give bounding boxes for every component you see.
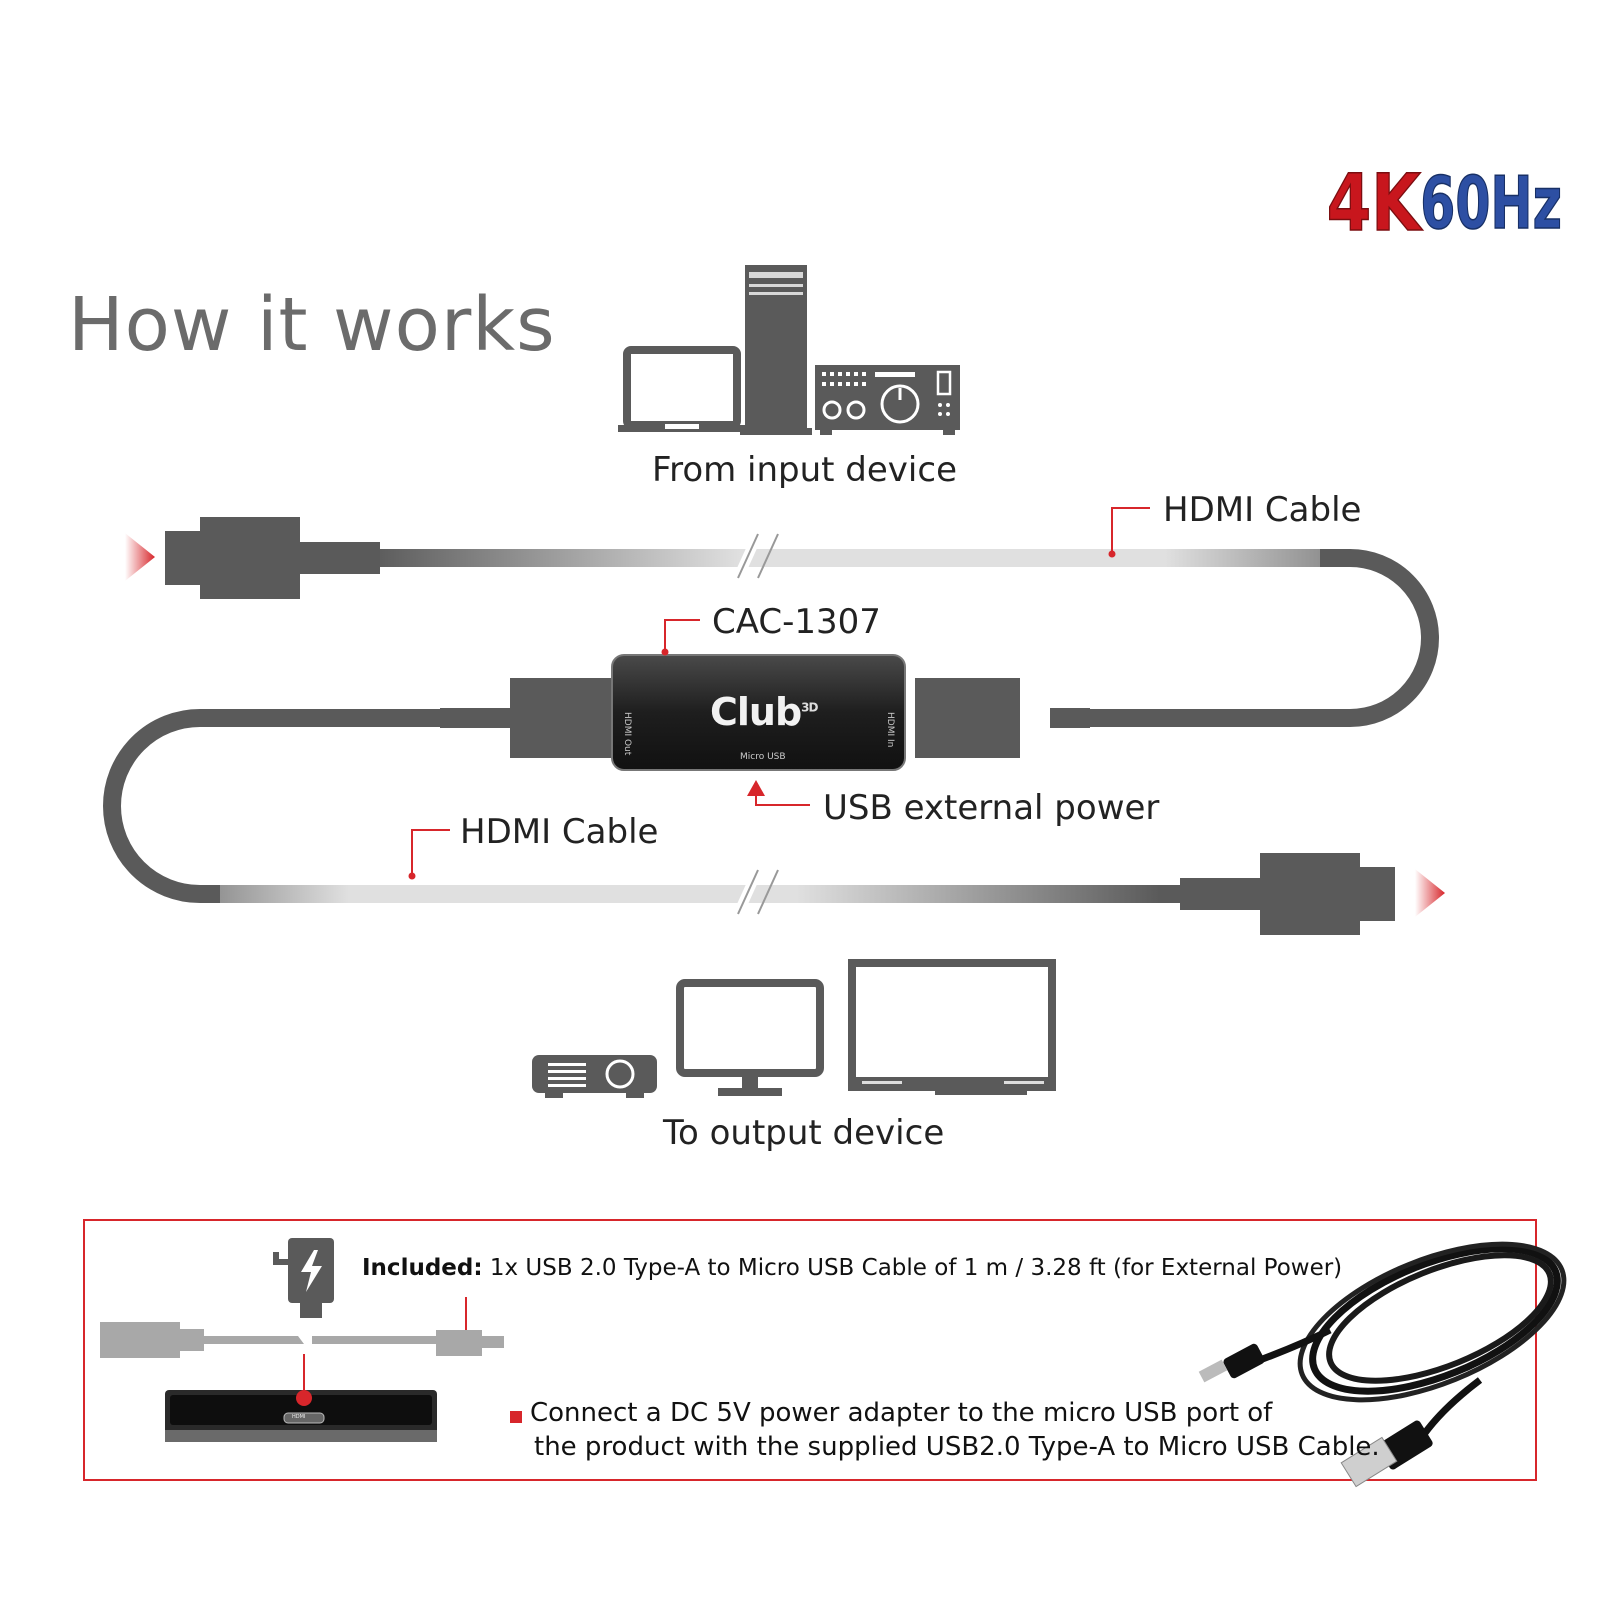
audio-receiver-icon <box>815 365 960 435</box>
page-title: How it works <box>68 282 556 368</box>
tv-icon <box>848 959 1056 1095</box>
hdmi-plug-output <box>1180 853 1395 935</box>
adapter-brand: Club <box>710 690 802 734</box>
hdmi-plug-adapter-left <box>510 678 615 758</box>
included-box-border <box>83 1219 1537 1481</box>
mini-adapter-port-label: HDMI <box>292 1414 306 1420</box>
signal-arrow-out <box>1415 869 1445 917</box>
output-device-label: To output device <box>663 1113 945 1153</box>
power-adapter-icon <box>273 1238 470 1340</box>
mini-usb-cable <box>100 1322 504 1358</box>
monitor-icon <box>676 979 824 1096</box>
usb-cable-photo <box>1198 1241 1567 1488</box>
mini-adapter-side <box>165 1390 437 1442</box>
hdmi-cable-top <box>370 531 1440 728</box>
included-line: Included: 1x USB 2.0 Type-A to Micro USB… <box>362 1255 1342 1281</box>
adapter-port-right-label: HDMI In <box>885 712 895 748</box>
included-text: 1x USB 2.0 Type-A to Micro USB Cable of … <box>489 1255 1343 1281</box>
instruction-line-2: the product with the supplied USB2.0 Typ… <box>534 1432 1380 1462</box>
adapter-brand-sup: 3D <box>801 700 818 715</box>
leader-lines <box>411 507 1150 876</box>
adapter-port-bottom-label: Micro USB <box>740 752 786 762</box>
adapter-brand-logo: Club3D <box>710 690 819 734</box>
hdmi-cable-top-label: HDMI Cable <box>1163 490 1362 530</box>
laptop-icon <box>618 346 746 432</box>
badge-4k-text: 4K <box>1327 158 1424 249</box>
bullet-square <box>510 1411 522 1423</box>
product-model-label: CAC-1307 <box>712 602 881 642</box>
included-label: Included: <box>362 1255 483 1281</box>
hdmi-cable-bottom <box>103 708 1190 917</box>
adapter-port-left-label: HDMI Out <box>622 712 632 756</box>
adapter-body <box>612 655 905 770</box>
4k-60hz-badge: 4K 60Hz <box>1326 157 1562 249</box>
hdmi-plug-input <box>165 517 380 599</box>
desktop-tower-icon <box>740 265 812 435</box>
hdmi-cable-bottom-label: HDMI Cable <box>460 812 659 852</box>
instruction-line-1: Connect a DC 5V power adapter to the mic… <box>530 1398 1273 1428</box>
usb-power-label: USB external power <box>823 788 1160 828</box>
badge-60hz-text: 60Hz <box>1420 161 1562 246</box>
signal-arrow-in <box>125 533 155 581</box>
input-device-label: From input device <box>652 450 957 490</box>
projector-icon <box>532 1055 657 1098</box>
hdmi-plug-adapter-right <box>915 678 1020 758</box>
